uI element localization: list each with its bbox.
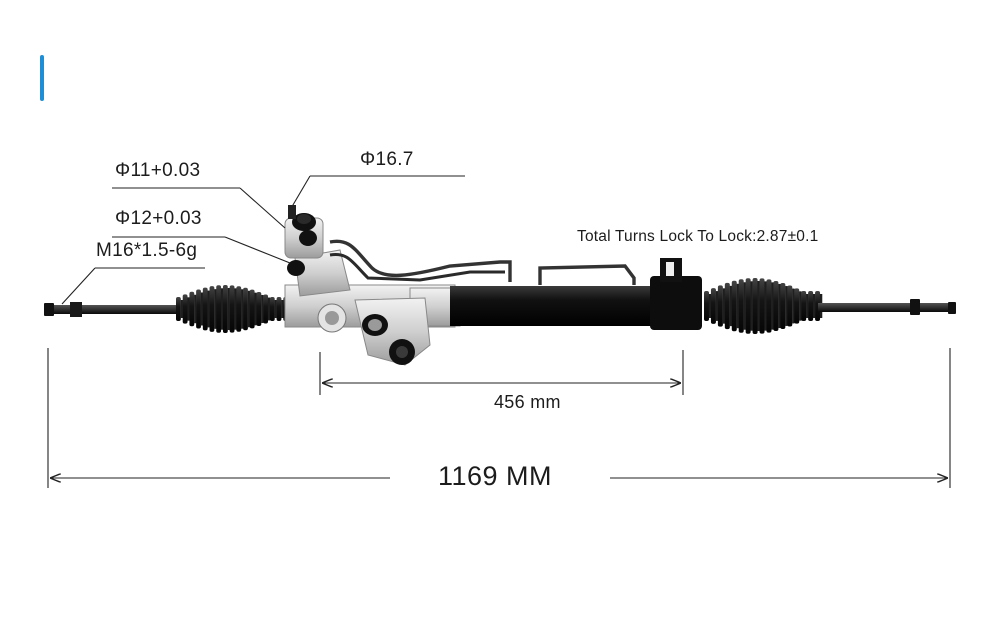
dimension-overall-label: 1169 MM [438, 461, 553, 491]
label-phi11: Φ11+0.03 [115, 160, 201, 181]
steering-rack-icon [44, 205, 956, 366]
dimension-inner-label: 456 mm [494, 392, 561, 412]
accent-bar-icon [40, 55, 44, 101]
label-thread: M16*1.5-6g [96, 240, 198, 261]
label-phi12: Φ12+0.03 [115, 208, 202, 229]
label-phi16-7: Φ16.7 [360, 149, 414, 170]
dimension-lines [47, 348, 951, 488]
label-total-turns: Total Turns Lock To Lock:2.87±0.1 [577, 228, 819, 245]
leader-lines [61, 175, 465, 305]
